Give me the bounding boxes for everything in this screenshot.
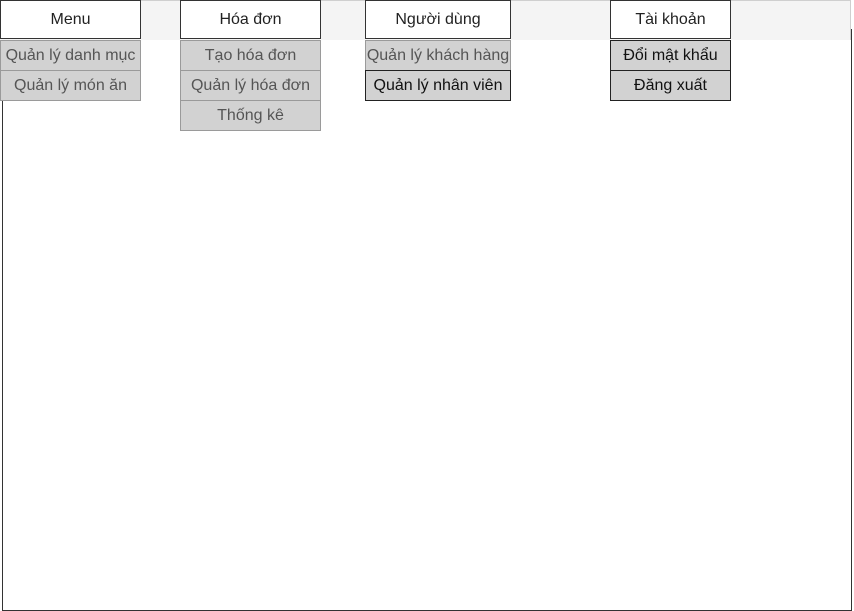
menu-tai-khoan[interactable]: Tài khoản xyxy=(610,0,731,39)
menu-item-quan-ly-hoa-don[interactable]: Quản lý hóa đơn xyxy=(180,70,321,101)
menu-item-quan-ly-danh-muc[interactable]: Quản lý danh mục xyxy=(0,40,141,71)
content-area xyxy=(2,29,852,611)
menu-item-dang-xuat[interactable]: Đăng xuất xyxy=(610,70,731,101)
menu-menu[interactable]: Menu xyxy=(0,0,141,39)
menu-item-doi-mat-khau[interactable]: Đổi mật khẩu xyxy=(610,40,731,71)
menu-item-thong-ke[interactable]: Thống kê xyxy=(180,100,321,131)
menu-hoa-don[interactable]: Hóa đơn xyxy=(180,0,321,39)
menu-item-quan-ly-khach-hang[interactable]: Quản lý khách hàng xyxy=(365,40,511,71)
menu-nguoi-dung[interactable]: Người dùng xyxy=(365,0,511,39)
menu-item-quan-ly-nhan-vien[interactable]: Quản lý nhân viên xyxy=(365,70,511,101)
menu-item-tao-hoa-don[interactable]: Tạo hóa đơn xyxy=(180,40,321,71)
menu-item-quan-ly-mon-an[interactable]: Quản lý món ăn xyxy=(0,70,141,101)
